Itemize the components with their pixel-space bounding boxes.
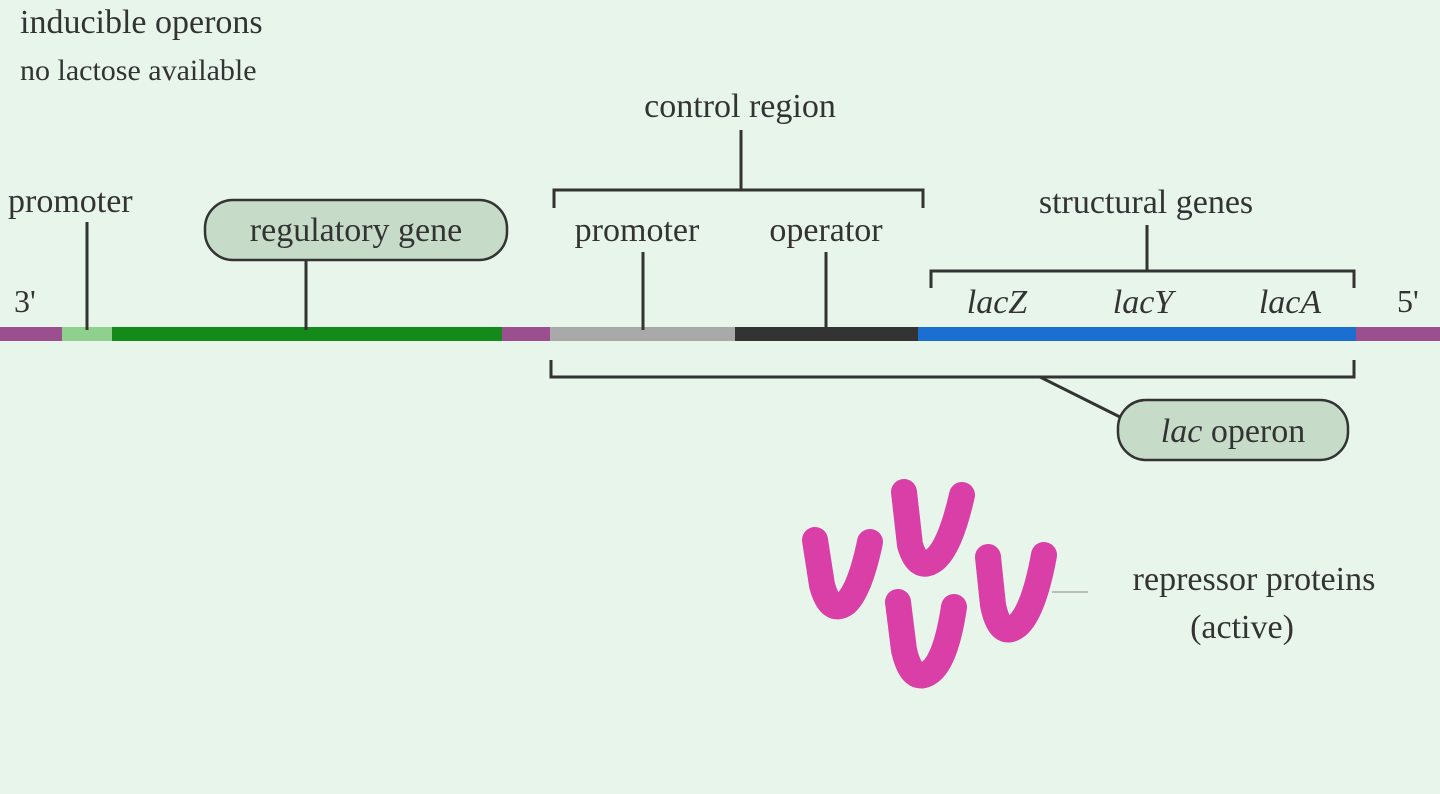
repressor-protein-4 [885, 589, 967, 689]
diagram-subtitle: no lactose available [20, 54, 257, 87]
lacY-label: lacY [1113, 284, 1177, 321]
lac-operon-pill [1116, 398, 1350, 462]
lacZ-label: lacZ [967, 284, 1029, 321]
lac-operon-label-italic: lac [1161, 413, 1203, 450]
dna-strand [0, 327, 1440, 341]
lac-operon-leader [1039, 375, 1131, 424]
structural-genes-bracket [929, 225, 1356, 288]
dna-promoter-left-segment [62, 327, 112, 341]
lac-operon-label: lac operon [1161, 413, 1305, 450]
dna-regulatory-gene-segment [112, 327, 502, 341]
repressor-protein-2 [891, 479, 975, 577]
promoter-left-label: promoter [8, 183, 133, 220]
dna-promoter-control-segment [550, 327, 735, 341]
dna-operator-segment [735, 327, 918, 341]
regulatory-gene-pill [203, 198, 509, 262]
promoter-control-label: promoter [575, 212, 700, 249]
lac-operon-label-rest: operon [1202, 413, 1305, 450]
repressor-protein-1 [802, 527, 883, 620]
repressor-protein-3 [975, 542, 1057, 643]
dna-structural-genes-segment [918, 327, 1356, 341]
structural-genes-label: structural genes [1039, 184, 1253, 221]
control-region-bracket [552, 130, 925, 208]
dna-spacer-left [0, 327, 62, 341]
diagram-title: inducible operons [20, 4, 263, 41]
dna-end-5prime: 5' [1397, 283, 1419, 319]
control-region-label: control region [644, 88, 836, 125]
lac-operon-bracket [549, 360, 1356, 379]
dna-spacer-middle [502, 327, 550, 341]
dna-spacer-right [1356, 327, 1440, 341]
regulatory-gene-label: regulatory gene [250, 212, 462, 249]
lacA-label: lacA [1259, 284, 1322, 321]
operator-label: operator [769, 212, 883, 249]
repressor-label-line1: repressor proteins [1133, 561, 1376, 598]
repressor-proteins [802, 479, 1057, 689]
dna-end-3prime: 3' [14, 283, 36, 319]
repressor-label-line2: (active) [1190, 609, 1294, 646]
